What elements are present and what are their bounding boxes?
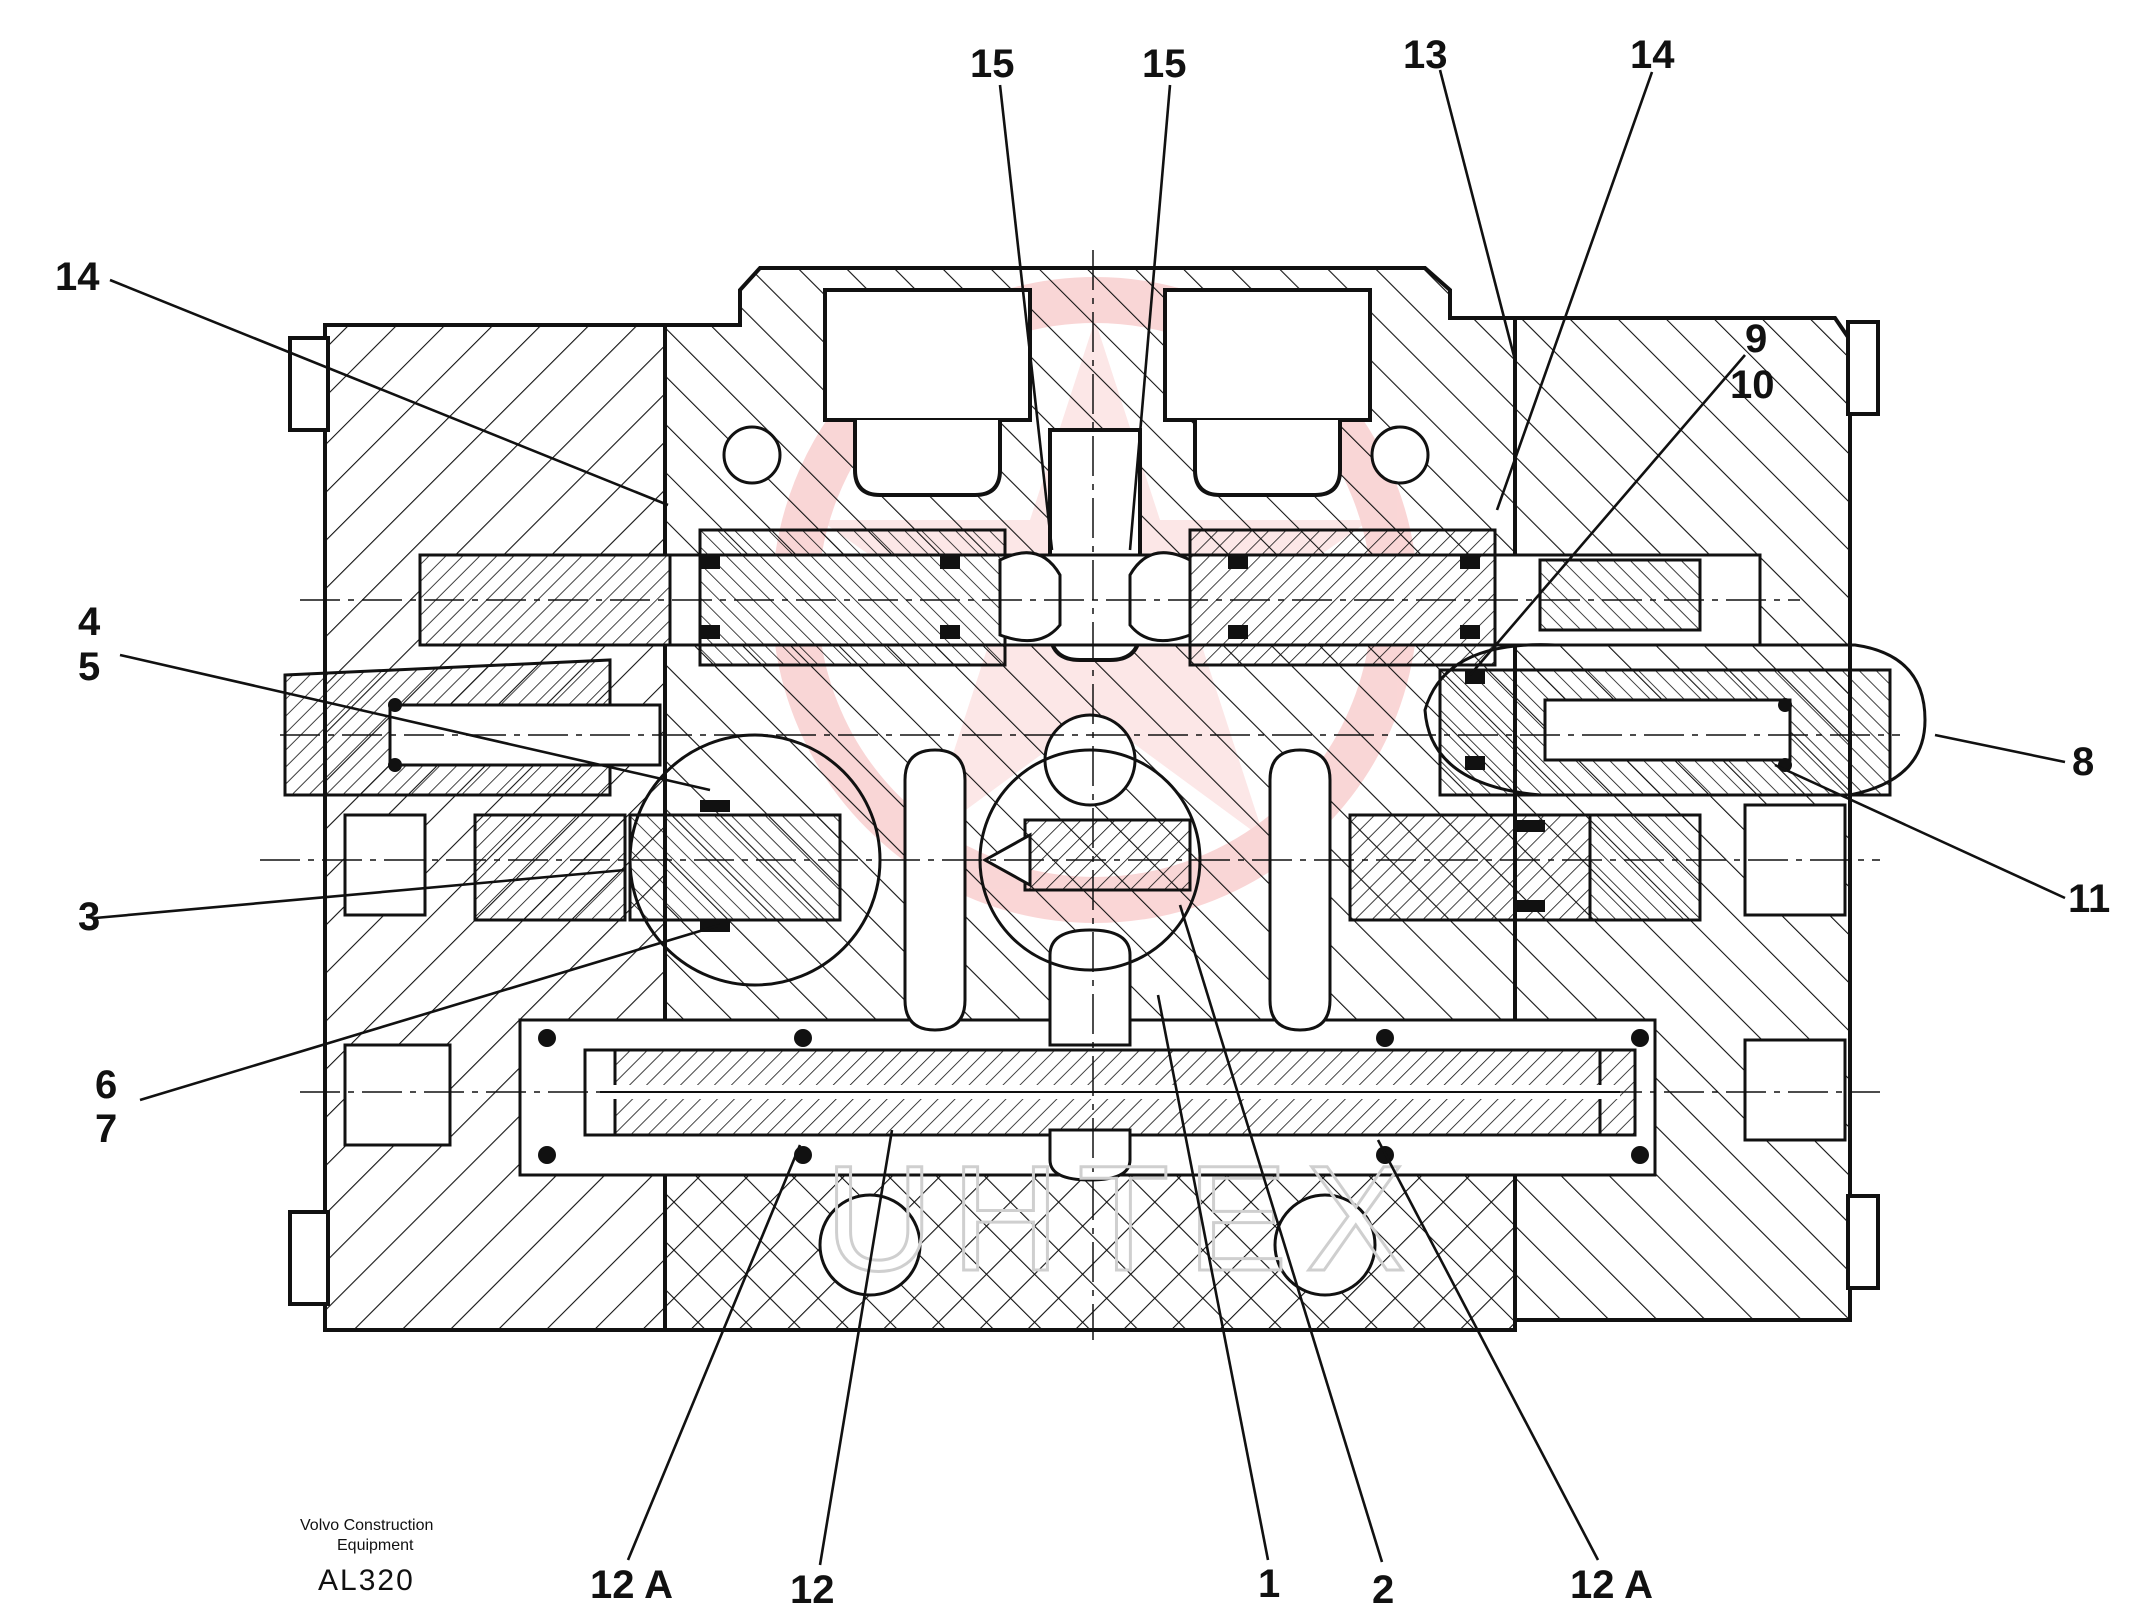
watermark-text: UHTEX: [824, 1133, 1423, 1304]
callout-13: 13: [1403, 33, 1448, 77]
callout-7: 7: [95, 1107, 117, 1151]
svg-text:UHTEX: UHTEX: [825, 1134, 1423, 1302]
callout-14-right: 14: [1630, 33, 1675, 77]
callout-9: 9: [1745, 317, 1767, 361]
callout-labels: 15 15 13 14 14 9 10 4 5 8 3 11 6 7 12 A …: [55, 33, 2110, 1612]
callout-3: 3: [78, 895, 100, 939]
callout-4: 4: [78, 600, 101, 644]
leader-lines: [94, 69, 2066, 1566]
callout-2: 2: [1372, 1568, 1394, 1612]
callout-14-left: 14: [55, 255, 100, 299]
callout-1: 1: [1258, 1562, 1280, 1606]
callout-15b: 15: [1142, 42, 1187, 86]
callout-11: 11: [2068, 877, 2110, 921]
callout-15a: 15: [970, 42, 1015, 86]
drawing-caption: Volvo Construction Equipment AL320: [300, 1517, 433, 1597]
caption-drawing-code: AL320: [318, 1564, 415, 1597]
valve-body: [260, 250, 1927, 1340]
callout-5: 5: [78, 645, 100, 689]
callout-8: 8: [2072, 740, 2094, 784]
callout-6: 6: [95, 1063, 117, 1107]
callout-12a-right: 12 A: [1570, 1563, 1653, 1607]
callout-10: 10: [1730, 363, 1775, 407]
caption-maker-line2: Equipment: [337, 1537, 414, 1554]
callout-12: 12: [790, 1568, 835, 1612]
caption-maker-line1: Volvo Construction: [300, 1517, 433, 1534]
callout-12a-left: 12 A: [590, 1563, 673, 1607]
